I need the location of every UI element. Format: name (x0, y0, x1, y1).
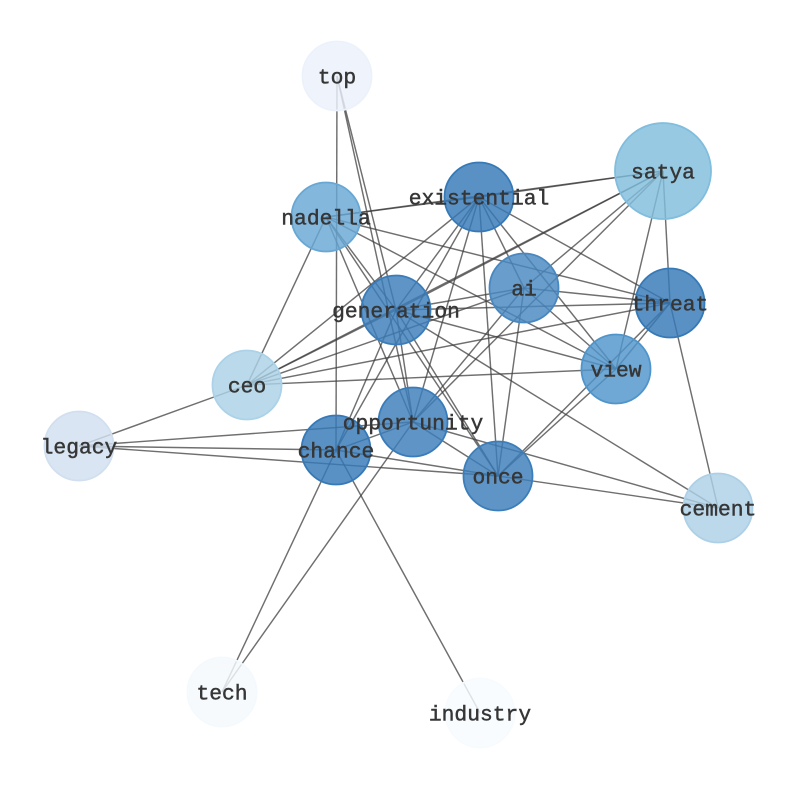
svg-text:ceo: ceo (228, 376, 266, 400)
svg-text:view: view (590, 360, 641, 384)
svg-text:satya: satya (631, 162, 695, 186)
svg-text:nadella: nadella (281, 208, 371, 232)
svg-text:top: top (318, 67, 356, 91)
svg-text:opportunity: opportunity (343, 413, 484, 437)
svg-text:tech: tech (196, 683, 247, 707)
svg-text:chance: chance (298, 441, 375, 465)
svg-text:industry: industry (429, 704, 531, 728)
svg-text:existential: existential (409, 188, 550, 212)
svg-text:legacy: legacy (41, 437, 118, 461)
svg-text:cement: cement (680, 499, 757, 523)
svg-text:ai: ai (511, 279, 537, 303)
svg-text:once: once (472, 467, 523, 491)
svg-text:generation: generation (332, 301, 460, 325)
svg-text:threat: threat (632, 294, 709, 318)
